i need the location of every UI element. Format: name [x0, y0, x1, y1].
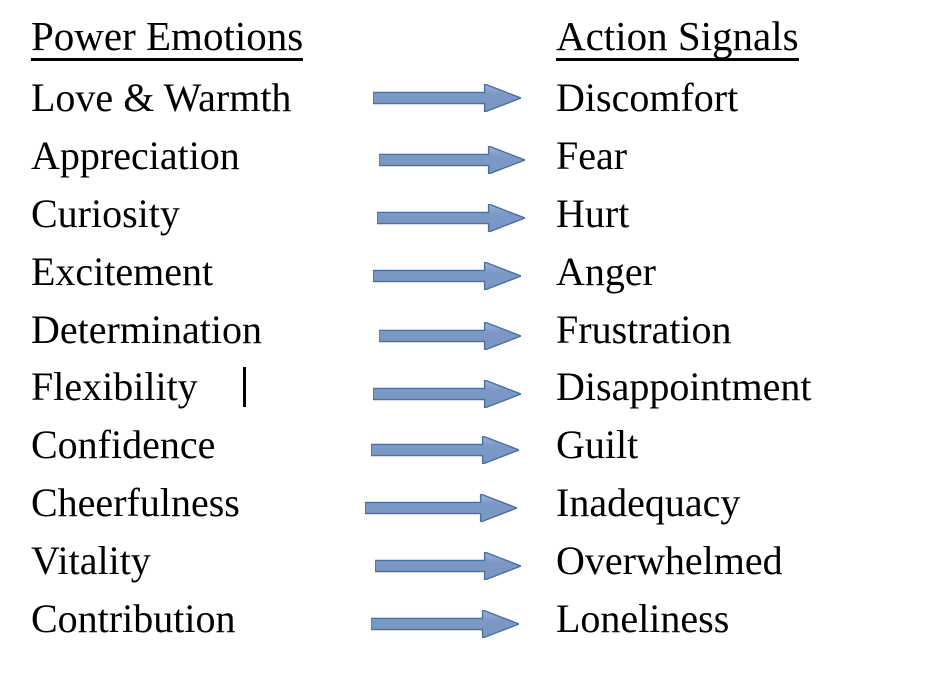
column-heading-action-signals: Action Signals [556, 16, 799, 61]
list-item: Guilt [556, 422, 639, 467]
list-item: Excitement [31, 249, 214, 294]
list-item: Contribution [31, 596, 236, 641]
list-item: Vitality [31, 538, 151, 583]
column-heading-power-emotions: Power Emotions [31, 13, 304, 61]
list-item: Discomfort [556, 75, 739, 120]
right-arrow-icon[interactable]: Confidence to Guilt [371, 436, 519, 464]
text-cursor-caret [243, 367, 246, 407]
list-item: Confidence [31, 422, 216, 467]
list-item: Anger [556, 249, 656, 294]
list-item: Determination [31, 307, 263, 352]
list-item: Inadequacy [556, 480, 741, 525]
list-item: Overwhelmed [556, 538, 783, 583]
list-item: Love & Warmth [31, 75, 292, 120]
right-arrow-icon[interactable]: Excitement to Anger [373, 262, 521, 290]
list-item: Hurt [556, 191, 630, 236]
list-item: Fear [556, 133, 628, 178]
column-heading-right-text: Action Signals [556, 13, 799, 61]
right-arrow-icon[interactable]: Love & Warmth to Discomfort [373, 84, 521, 112]
list-item: Curiosity [31, 191, 180, 236]
list-item: Frustration [556, 307, 732, 352]
list-item: Appreciation [31, 133, 240, 178]
column-heading-left-text: Power Emotions [31, 13, 304, 61]
right-arrow-icon[interactable]: Flexibility to Disappointment [373, 380, 521, 408]
right-arrow-icon[interactable]: Appreciation to Fear [379, 146, 525, 174]
right-arrow-icon[interactable]: Cheerfulness to Inadequacy [365, 494, 517, 522]
list-item: Flexibility [31, 364, 198, 409]
list-item: Loneliness [556, 596, 730, 641]
right-arrow-icon[interactable]: Curiosity to Hurt [377, 204, 525, 232]
right-arrow-icon[interactable]: Determination to Frustration [379, 322, 521, 350]
right-arrow-icon[interactable]: Vitality to Overwhelmed [375, 552, 521, 580]
right-arrow-icon[interactable]: Contribution to Loneliness [371, 610, 519, 638]
list-item: Disappointment [556, 364, 812, 409]
list-item: Cheerfulness [31, 480, 240, 525]
